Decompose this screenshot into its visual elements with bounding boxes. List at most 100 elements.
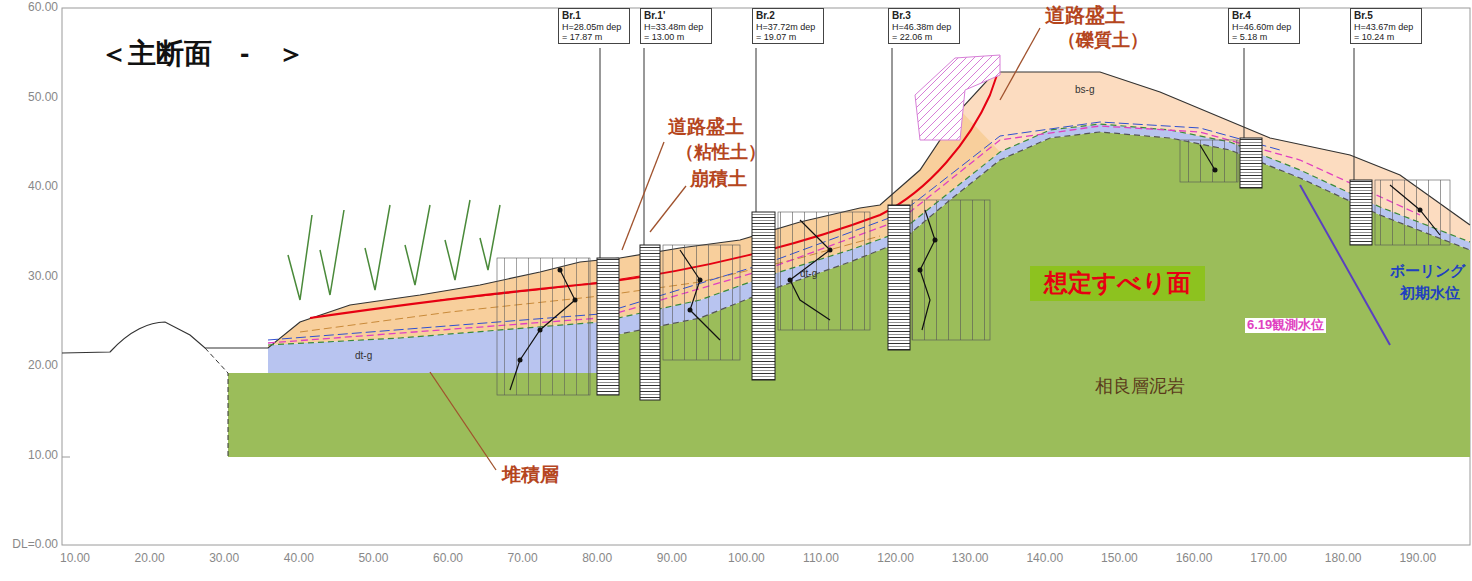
callout-label: （粘性土） (676, 142, 766, 163)
fence-symbol (320, 210, 344, 295)
borehole-line (756, 48, 757, 212)
borehole-data: H=28.05m dep = 17.87 m (562, 22, 626, 43)
bedrock-mudstone (228, 132, 1470, 457)
axis-label: 40.00 (2, 180, 58, 194)
borehole-column (597, 258, 619, 395)
borehole-lines (600, 48, 1354, 258)
borehole-column (1350, 180, 1372, 245)
n-value-grid (1375, 180, 1450, 245)
borehole-columns (597, 138, 1372, 400)
callout-label: 崩積土 (690, 168, 747, 190)
axis-label: 50.00 (2, 91, 58, 105)
borehole-line (892, 48, 893, 205)
retaining-wall (915, 55, 1000, 140)
n-value-point (538, 328, 543, 333)
axis-label: 40.00 (284, 552, 314, 566)
borehole-column (640, 245, 660, 400)
n-value-point (828, 248, 833, 253)
axis-label: 70.00 (508, 552, 538, 566)
embankment-fill (268, 72, 1470, 348)
fence-symbol (365, 205, 390, 290)
borehole-name: Br.1' (644, 10, 708, 22)
axis-label: 30.00 (209, 552, 239, 566)
leader-lines (430, 28, 1040, 470)
section-title: ＜主断面 - ＞ (100, 38, 305, 70)
borehole-data: H=43.67m dep = 10.24 m (1354, 22, 1418, 43)
n-value-curve (680, 250, 720, 340)
callout-label: 道路盛土 (1045, 4, 1125, 27)
n-value-point (573, 298, 578, 303)
borehole-header: Br.2H=37.72m dep = 19.07 m (752, 8, 824, 44)
n-value-point (918, 268, 923, 273)
borehole-data: H=33.48m dep = 13.00 m (644, 22, 708, 43)
borehole-line (1354, 48, 1355, 180)
borehole-column (888, 205, 910, 350)
n-value-grid (1180, 140, 1238, 182)
borehole-name: Br.3 (892, 10, 956, 22)
fence-symbol (445, 200, 470, 280)
n-value-point (518, 358, 523, 363)
borehole-name: Br.1 (562, 10, 626, 22)
observed-water-level (268, 126, 1420, 343)
box-label: 想定すべり面 (1044, 269, 1191, 298)
fence-symbol (288, 215, 312, 300)
n-value-point (558, 268, 563, 273)
water-level-label: 6.19観測水位 (1245, 318, 1326, 333)
leader-line (622, 142, 664, 250)
axis-label: 60.00 (433, 552, 463, 566)
axis-label: 10.00 (60, 552, 90, 566)
axis-label: 30.00 (2, 270, 58, 284)
callout-label: （礫質土） (1058, 30, 1148, 51)
leader-line (1000, 28, 1040, 100)
n-value-curve (1390, 185, 1440, 235)
borehole-column (752, 212, 775, 380)
n-value-grid (663, 245, 740, 360)
n-value-point (1418, 208, 1423, 213)
layer-code: dt-g (800, 268, 817, 280)
axis-label: 90.00 (657, 552, 687, 566)
tick (62, 457, 70, 458)
layer-code: bs-g (1075, 84, 1094, 96)
leader-line (650, 186, 686, 232)
axis-label: 190.00 (1399, 552, 1436, 566)
borehole-data: H=37.72m dep = 19.07 m (756, 22, 820, 43)
borehole-name: Br.2 (756, 10, 820, 22)
borehole-header: Br.1'H=33.48m dep = 13.00 m (640, 8, 712, 44)
borehole-name: Br.4 (1232, 10, 1296, 22)
n-value-point (933, 238, 938, 243)
axis-label: 20.00 (2, 359, 58, 373)
borehole-name: Br.5 (1354, 10, 1418, 22)
borehole-header: Br.1H=28.05m dep = 17.87 m (558, 8, 630, 44)
borehole-column (1240, 138, 1262, 188)
axis-label: 110.00 (803, 552, 839, 566)
borehole-data: H=46.60m dep = 5.18 m (1232, 22, 1296, 43)
axis-label: 60.00 (2, 1, 58, 15)
n-value-curve (790, 220, 830, 320)
axis-label: 80.00 (582, 552, 612, 566)
axis-label: 20.00 (135, 552, 165, 566)
axis-label: 140.00 (1026, 552, 1063, 566)
n-value-curve (1200, 145, 1215, 170)
plot-frame (62, 8, 1470, 545)
borehole-header: Br.4H=46.60m dep = 5.18 m (1228, 8, 1300, 44)
layer-name: 相良層泥岩 (1095, 376, 1185, 397)
bedrock-boundary (600, 132, 1470, 373)
n-value-point (788, 278, 793, 283)
axis-label: 180.00 (1325, 552, 1362, 566)
n-value-point (688, 308, 693, 313)
n-value-grid (497, 258, 590, 395)
channel-line (205, 348, 228, 457)
axis-label: 50.00 (358, 552, 388, 566)
n-value-curve (510, 270, 575, 390)
borehole-line (644, 48, 645, 245)
n-value-grid (778, 212, 870, 330)
slip-surface-box: 想定すべり面 (1030, 266, 1205, 301)
axis-label: 160.00 (1176, 552, 1213, 566)
callout-label: 堆積層 (500, 464, 561, 486)
borehole-header: Br.5H=43.67m dep = 10.24 m (1350, 8, 1422, 44)
fence-symbol (405, 205, 430, 285)
n-value-point (698, 278, 703, 283)
layer-code: dt-g (355, 350, 372, 362)
